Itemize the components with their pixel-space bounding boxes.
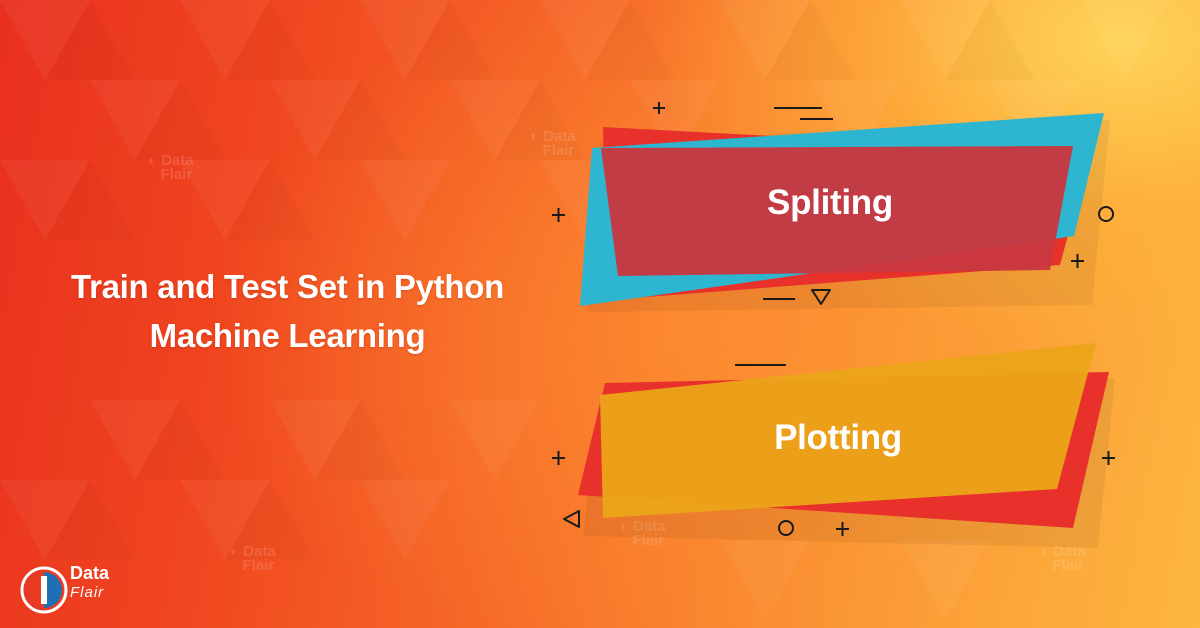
plus-icon bbox=[552, 208, 565, 222]
watermark: ◐ Data Flair bbox=[530, 128, 576, 159]
circle-icon bbox=[778, 520, 794, 536]
triangle-left-icon bbox=[563, 510, 580, 528]
watermark: ◐ Data Flair bbox=[148, 152, 194, 183]
plus-icon bbox=[1102, 451, 1115, 465]
logo-text-data: Data bbox=[70, 563, 110, 583]
logo-text-flair: Flair bbox=[70, 584, 105, 601]
plotting-label: Plotting bbox=[774, 418, 902, 457]
plus-icon bbox=[552, 451, 565, 465]
plus-icon bbox=[653, 102, 665, 114]
dataflair-logo-icon bbox=[20, 566, 68, 614]
title-line-2: Machine Learning bbox=[149, 317, 426, 354]
page-title: Train and Test Set in Python Machine Lea… bbox=[20, 262, 555, 360]
dash-icon bbox=[774, 107, 833, 120]
plus-icon bbox=[836, 522, 849, 536]
bottom-card-gold bbox=[600, 343, 1096, 518]
plus-icon bbox=[1071, 254, 1084, 268]
top-card-crimson bbox=[601, 146, 1073, 276]
watermark: ◐ Data Flair bbox=[1040, 543, 1086, 574]
circle-icon bbox=[1098, 206, 1114, 222]
watermark: ◐ Data Flair bbox=[620, 518, 666, 549]
spliting-label: Spliting bbox=[767, 183, 893, 222]
watermark: ◐ Data Flair bbox=[230, 543, 276, 574]
title-line-1: Train and Test Set in Python bbox=[71, 268, 504, 305]
triangle-down-icon bbox=[811, 289, 831, 305]
